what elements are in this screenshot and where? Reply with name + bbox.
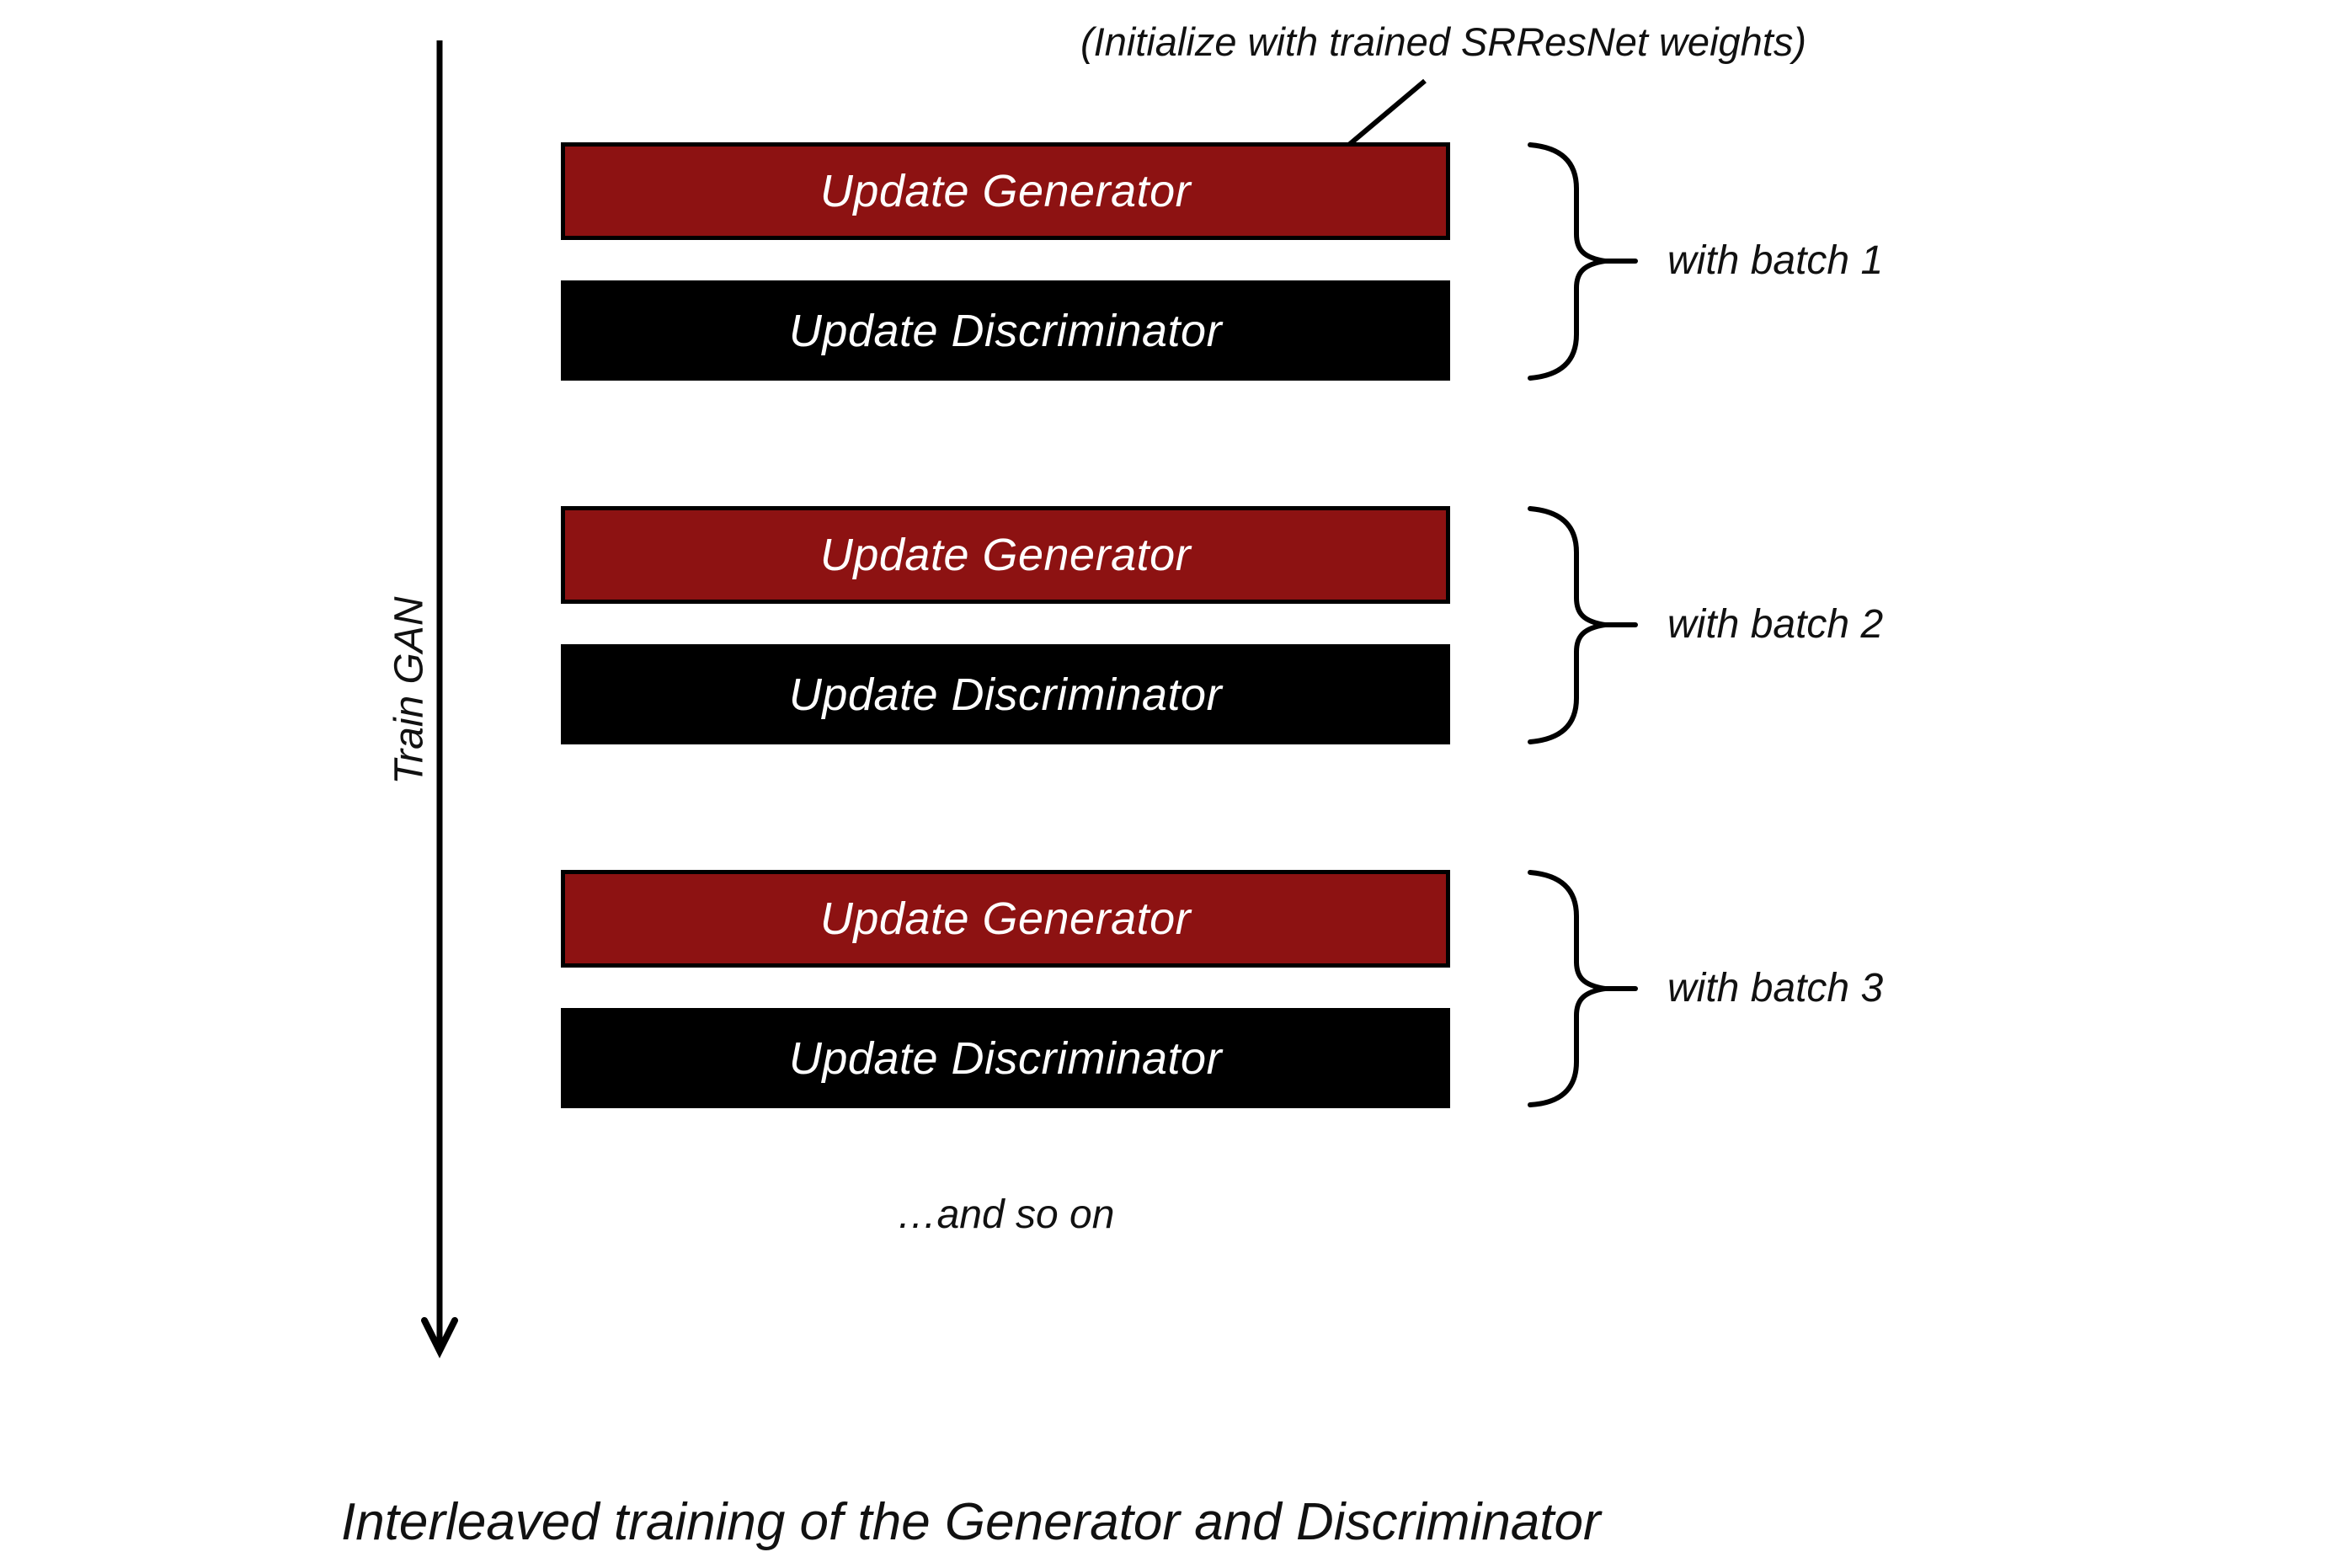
train-gan-label: Train GAN bbox=[387, 596, 432, 785]
update-discriminator-label-2: Update Discriminator bbox=[788, 669, 1223, 720]
update-generator-box-2: Update Generator bbox=[561, 506, 1450, 604]
batch-label-3: with batch 3 bbox=[1667, 966, 1884, 1011]
update-generator-label-2: Update Generator bbox=[819, 530, 1192, 580]
brace-batch-1 bbox=[1528, 142, 1606, 381]
train-gan-arrowhead-icon bbox=[421, 1317, 458, 1358]
update-generator-label-1: Update Generator bbox=[819, 166, 1192, 216]
update-discriminator-box-3: Update Discriminator bbox=[561, 1008, 1450, 1108]
update-generator-box-1: Update Generator bbox=[561, 142, 1450, 240]
brace-batch-2 bbox=[1528, 506, 1606, 744]
update-discriminator-label-3: Update Discriminator bbox=[788, 1032, 1223, 1084]
init-weights-annotation: (Initialize with trained SRResNet weight… bbox=[1080, 19, 1806, 64]
brace-batch-3 bbox=[1528, 870, 1606, 1107]
and-so-on-text: …and so on bbox=[896, 1192, 1115, 1237]
batch-label-1: with batch 1 bbox=[1667, 238, 1884, 283]
diagram-caption: Interleaved training of the Generator an… bbox=[341, 1493, 1601, 1551]
update-generator-label-3: Update Generator bbox=[819, 893, 1192, 944]
batch-label-2: with batch 2 bbox=[1667, 602, 1884, 647]
update-discriminator-box-2: Update Discriminator bbox=[561, 644, 1450, 744]
update-discriminator-label-1: Update Discriminator bbox=[788, 305, 1223, 356]
update-generator-box-3: Update Generator bbox=[561, 870, 1450, 968]
update-discriminator-box-1: Update Discriminator bbox=[561, 280, 1450, 381]
